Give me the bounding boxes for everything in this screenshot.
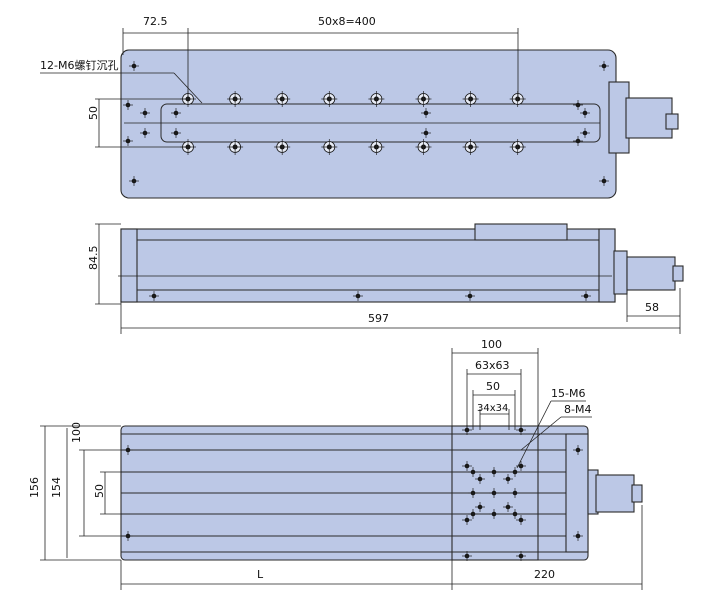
dim-pitch-label: 50x8=400 xyxy=(318,15,376,28)
dim-50-vert-label: 50 xyxy=(93,484,106,498)
carriage-m6-hole xyxy=(489,488,499,498)
carriage-m6-hole xyxy=(510,467,520,477)
counterbore-hole xyxy=(227,139,244,155)
side-mounting-hole xyxy=(149,291,159,301)
mounting-hole xyxy=(580,128,590,138)
mounting-hole xyxy=(129,61,139,71)
dim-L-label: L xyxy=(257,568,264,581)
bottom-view-rails xyxy=(121,433,566,553)
bottom-view-motor xyxy=(595,474,635,513)
carriage-corner-hole xyxy=(462,551,472,561)
counterbore-hole xyxy=(462,139,479,155)
carriage-m4-hole xyxy=(475,502,485,512)
top-view-motor-cap xyxy=(665,113,679,130)
carriage-m6-hole xyxy=(468,509,478,519)
side-mounting-hole xyxy=(465,291,475,301)
carriage-m6-hole xyxy=(489,509,499,519)
top-view-body xyxy=(120,49,617,199)
carriage-m4-hole xyxy=(503,474,513,484)
counterbore-hole xyxy=(368,139,385,155)
side-view-coupling xyxy=(613,250,628,295)
counterbore-hole xyxy=(321,139,338,155)
callout-m4-arrow xyxy=(520,416,562,451)
mounting-hole xyxy=(421,108,431,118)
base-mounting-hole xyxy=(573,445,583,455)
carriage-m4-hole xyxy=(516,515,526,525)
counterbore-hole xyxy=(462,91,479,107)
mounting-hole xyxy=(129,176,139,186)
side-view: 84.5 597 58 xyxy=(87,223,684,334)
dim-72-5-label: 72.5 xyxy=(143,15,168,28)
counterbore-hole xyxy=(415,139,432,155)
carriage-m4-hole xyxy=(475,474,485,484)
carriage-m4-hole xyxy=(462,515,472,525)
carriage-corner-hole xyxy=(516,551,526,561)
mounting-hole xyxy=(573,100,583,110)
top-view-motor xyxy=(625,97,673,139)
dim-50-top-label: 50 xyxy=(87,106,100,120)
counterbore-hole xyxy=(368,91,385,107)
mounting-hole xyxy=(140,108,150,118)
top-view: 72.5 50x8=400 50 12-M6螺钉沉孔 xyxy=(40,15,679,199)
mounting-hole xyxy=(123,136,133,146)
carriage-m4-hole xyxy=(462,461,472,471)
dim-34x34-label: 34x34 xyxy=(477,403,508,414)
dim-154-label: 154 xyxy=(50,477,63,498)
carriage-m6-hole xyxy=(468,467,478,477)
side-view-end-left xyxy=(120,228,138,303)
callout-screw-arrow xyxy=(173,72,203,104)
carriage-m6-hole xyxy=(489,467,499,477)
side-view-end-right xyxy=(598,228,616,303)
side-view-holes xyxy=(149,291,591,301)
callout-screw-label: 12-M6螺钉沉孔 xyxy=(40,59,118,72)
mounting-hole xyxy=(171,108,181,118)
dim-100-top-label: 100 xyxy=(481,338,502,351)
dim-63x63-label: 63x63 xyxy=(475,359,510,372)
mounting-hole xyxy=(123,100,133,110)
counterbore-hole xyxy=(509,139,526,155)
dim-597-label: 597 xyxy=(368,312,389,325)
mounting-hole xyxy=(599,61,609,71)
mounting-hole xyxy=(171,128,181,138)
mounting-hole xyxy=(580,108,590,118)
mounting-hole xyxy=(140,128,150,138)
callout-m6-arrow xyxy=(516,400,552,469)
side-mounting-hole xyxy=(353,291,363,301)
dim-58-label: 58 xyxy=(645,301,659,314)
dim-156-label: 156 xyxy=(28,477,41,498)
mounting-hole xyxy=(421,128,431,138)
top-view-holes xyxy=(123,61,609,186)
mounting-hole xyxy=(573,136,583,146)
carriage-m4-hole xyxy=(503,502,513,512)
dim-50-h-label: 50 xyxy=(486,380,500,393)
side-mounting-hole xyxy=(581,291,591,301)
side-view-carriage xyxy=(474,223,568,241)
side-view-motor-cap xyxy=(672,265,684,282)
counterbore-hole xyxy=(415,91,432,107)
mounting-hole xyxy=(599,176,609,186)
dim-220-label: 220 xyxy=(534,568,555,581)
carriage-m6-hole xyxy=(510,488,520,498)
counterbore-hole xyxy=(321,91,338,107)
carriage-m6-hole xyxy=(510,509,520,519)
dim-100-vert-label: 100 xyxy=(70,422,83,443)
bottom-view-motor-cap xyxy=(631,484,643,503)
counterbore-hole xyxy=(227,91,244,107)
base-mounting-hole xyxy=(573,531,583,541)
callout-m6-label: 15-M6 xyxy=(551,387,585,400)
side-view-motor xyxy=(626,256,676,291)
callout-m4-label: 8-M4 xyxy=(564,403,591,416)
bottom-view: 100 63x63 50 34x34 15-M6 8-M4 156 154 10… xyxy=(28,338,643,590)
counterbore-hole xyxy=(274,91,291,107)
dim-84-5-label: 84.5 xyxy=(87,246,100,271)
carriage-m6-hole xyxy=(468,488,478,498)
counterbore-hole xyxy=(274,139,291,155)
